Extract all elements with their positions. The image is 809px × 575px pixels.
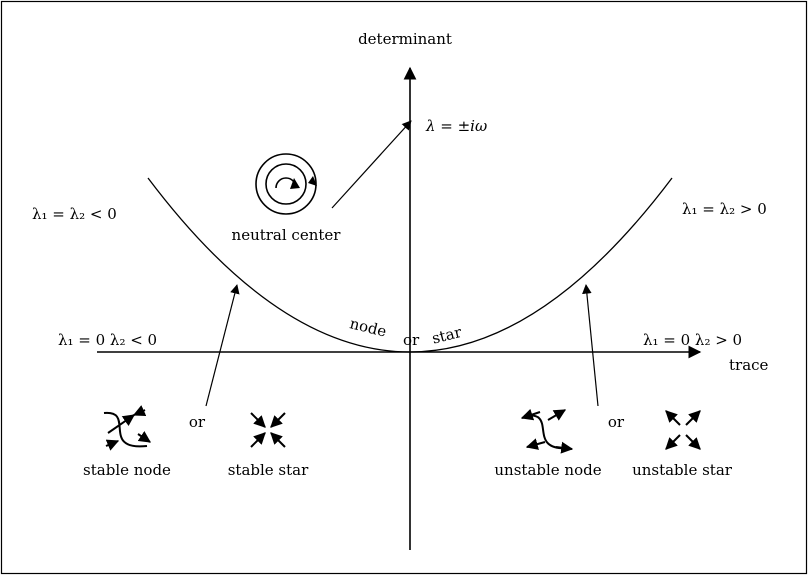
unstable-star-label: unstable star <box>632 461 733 479</box>
repeated-eigenvalue-parabola <box>147 177 673 353</box>
y-axis-label: determinant <box>358 30 452 48</box>
center-pointer-arrow <box>331 120 412 209</box>
vertex-or-label: or <box>403 331 420 349</box>
x-axis-label: trace <box>729 356 769 374</box>
unstable-node-portrait-icon <box>520 408 574 454</box>
unstable-node-label: unstable node <box>494 461 601 479</box>
stable-node-label: stable node <box>83 461 171 479</box>
center-eigen-label: λ = ±iω <box>425 117 487 135</box>
stable-star-portrait-icon <box>250 412 286 448</box>
left-axis-label: λ₁ = 0 λ₂ < 0 <box>58 331 157 349</box>
left-or-label: or <box>189 413 206 431</box>
stable-node-portrait-icon <box>103 405 151 451</box>
vertex-star-label: star <box>430 323 464 348</box>
right-pointer-arrow <box>582 284 599 407</box>
right-parabola-label: λ₁ = λ₂ > 0 <box>682 200 767 218</box>
vertex-node-label: node <box>348 314 389 340</box>
left-pointer-arrow <box>205 284 240 407</box>
right-axis-label: λ₁ = 0 λ₂ > 0 <box>643 331 742 349</box>
stable-star-label: stable star <box>228 461 309 479</box>
neutral-center-portrait-icon <box>255 153 317 215</box>
unstable-star-portrait-icon <box>665 410 701 450</box>
left-parabola-label: λ₁ = λ₂ < 0 <box>32 205 117 223</box>
right-or-label: or <box>608 413 625 431</box>
neutral-center-label: neutral center <box>232 226 342 244</box>
